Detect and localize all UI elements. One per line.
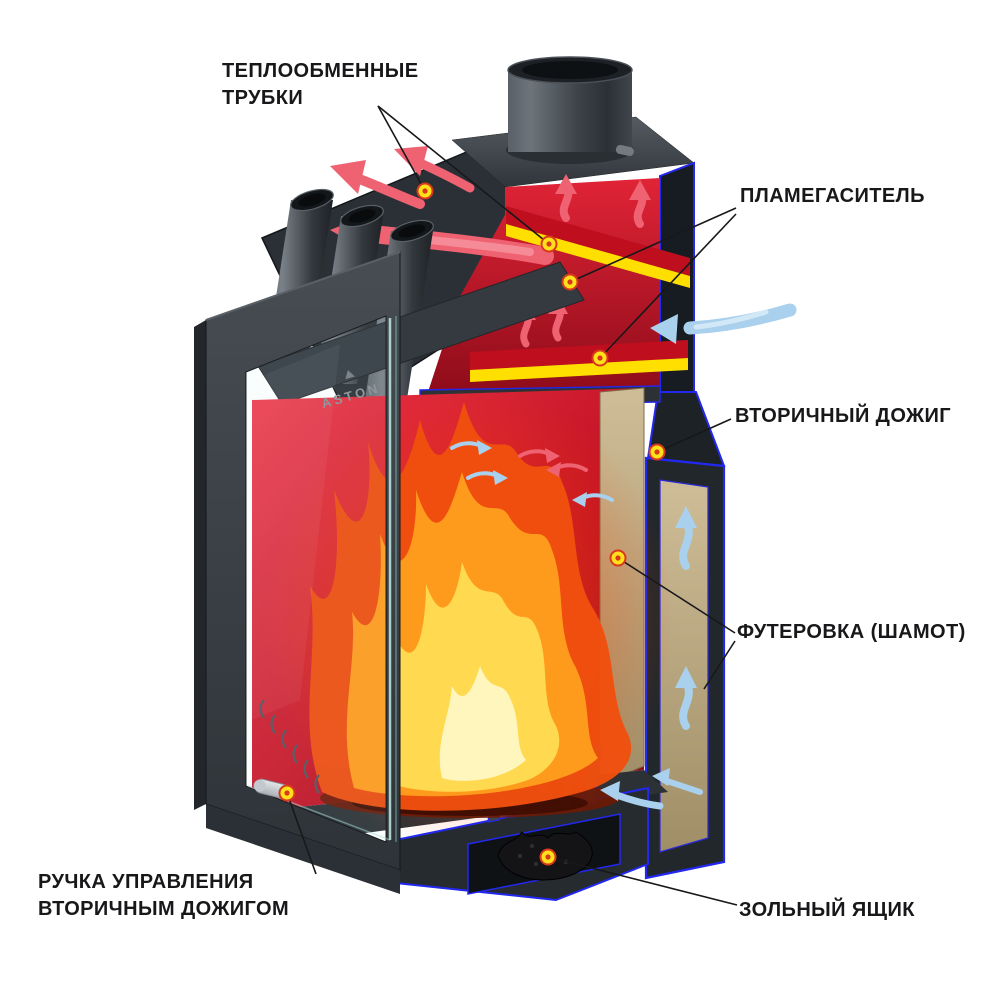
frame-skirt bbox=[206, 804, 400, 894]
tube-shelf bbox=[257, 261, 585, 405]
leader-lining-2 bbox=[703, 640, 736, 690]
label-ash-box: ЗОЛЬНЫЙ ЯЩИК bbox=[739, 897, 915, 924]
label-heat-tubes-line1: ТЕПЛООБМЕННЫЕ bbox=[222, 60, 419, 82]
label-flame-arrester-line1: ПЛАМЕГАСИТЕЛЬ bbox=[740, 185, 925, 207]
label-flame-arrester: ПЛАМЕГАСИТЕЛЬ bbox=[740, 183, 925, 210]
chimney-pipe bbox=[506, 56, 634, 164]
baffle-plate-1 bbox=[506, 206, 690, 276]
label-secondary-burn: ВТОРИЧНЫЙ ДОЖИГ bbox=[735, 403, 951, 430]
leader-flame-arrester-2 bbox=[599, 213, 737, 359]
heat-out-arrows-small bbox=[330, 146, 475, 209]
marker-ash-box bbox=[539, 848, 557, 866]
marker-heat-tube-inner bbox=[540, 235, 558, 253]
leader-ash-box bbox=[547, 856, 738, 906]
leader-lining-1 bbox=[617, 557, 736, 634]
leader-heat-tubes-2 bbox=[377, 105, 550, 245]
baffle-plate-2 bbox=[470, 340, 688, 370]
leader-lines bbox=[286, 105, 738, 906]
door-glass bbox=[246, 316, 386, 842]
leader-flame-arrester-1 bbox=[569, 207, 737, 283]
marker-baffle-1 bbox=[561, 273, 579, 291]
label-control-handle-line2: ВТОРИЧНЫМ ДОЖИГОМ bbox=[38, 898, 290, 920]
secondary-air-arrows bbox=[450, 440, 614, 507]
chimney-pin bbox=[615, 144, 634, 157]
marker-secondary-burn bbox=[648, 443, 666, 461]
leader-control-handle bbox=[286, 792, 317, 875]
label-lining: ФУТЕРОВКА (ШАМОТ) bbox=[737, 619, 966, 646]
label-control-handle-line1: РУЧКА УПРАВЛЕНИЯ bbox=[38, 871, 254, 893]
channel-air-arrows bbox=[600, 506, 703, 810]
label-secondary-burn-line1: ВТОРИЧНЫЙ ДОЖИГ bbox=[735, 405, 952, 427]
marker-handle bbox=[278, 784, 296, 802]
label-lining-line1: ФУТЕРОВКА (ШАМОТ) bbox=[737, 621, 966, 643]
leader-secondary-burn bbox=[656, 418, 732, 453]
marker-baffle-2 bbox=[591, 349, 609, 367]
label-heat-tubes-line2: ТРУБКИ bbox=[222, 87, 304, 109]
label-control-handle: РУЧКА УПРАВЛЕНИЯ ВТОРИЧНЫМ ДОЖИГОМ bbox=[38, 869, 289, 923]
brand-mark bbox=[345, 370, 355, 380]
front-frame: ASTON bbox=[194, 251, 401, 894]
marker-lining bbox=[609, 549, 627, 567]
frame-vent-ticks bbox=[259, 699, 320, 794]
label-heat-tubes: ТЕПЛООБМЕННЫЕ ТРУБКИ bbox=[222, 58, 418, 112]
label-ash-box-line1: ЗОЛЬНЫЙ ЯЩИК bbox=[739, 899, 915, 921]
marker-heat-tube-top bbox=[416, 182, 434, 200]
leader-heat-tubes-1 bbox=[377, 105, 426, 192]
cold-air-intake-arrow bbox=[650, 303, 797, 344]
baffle-plate-2-edge bbox=[470, 358, 688, 382]
callout-markers bbox=[278, 182, 666, 866]
